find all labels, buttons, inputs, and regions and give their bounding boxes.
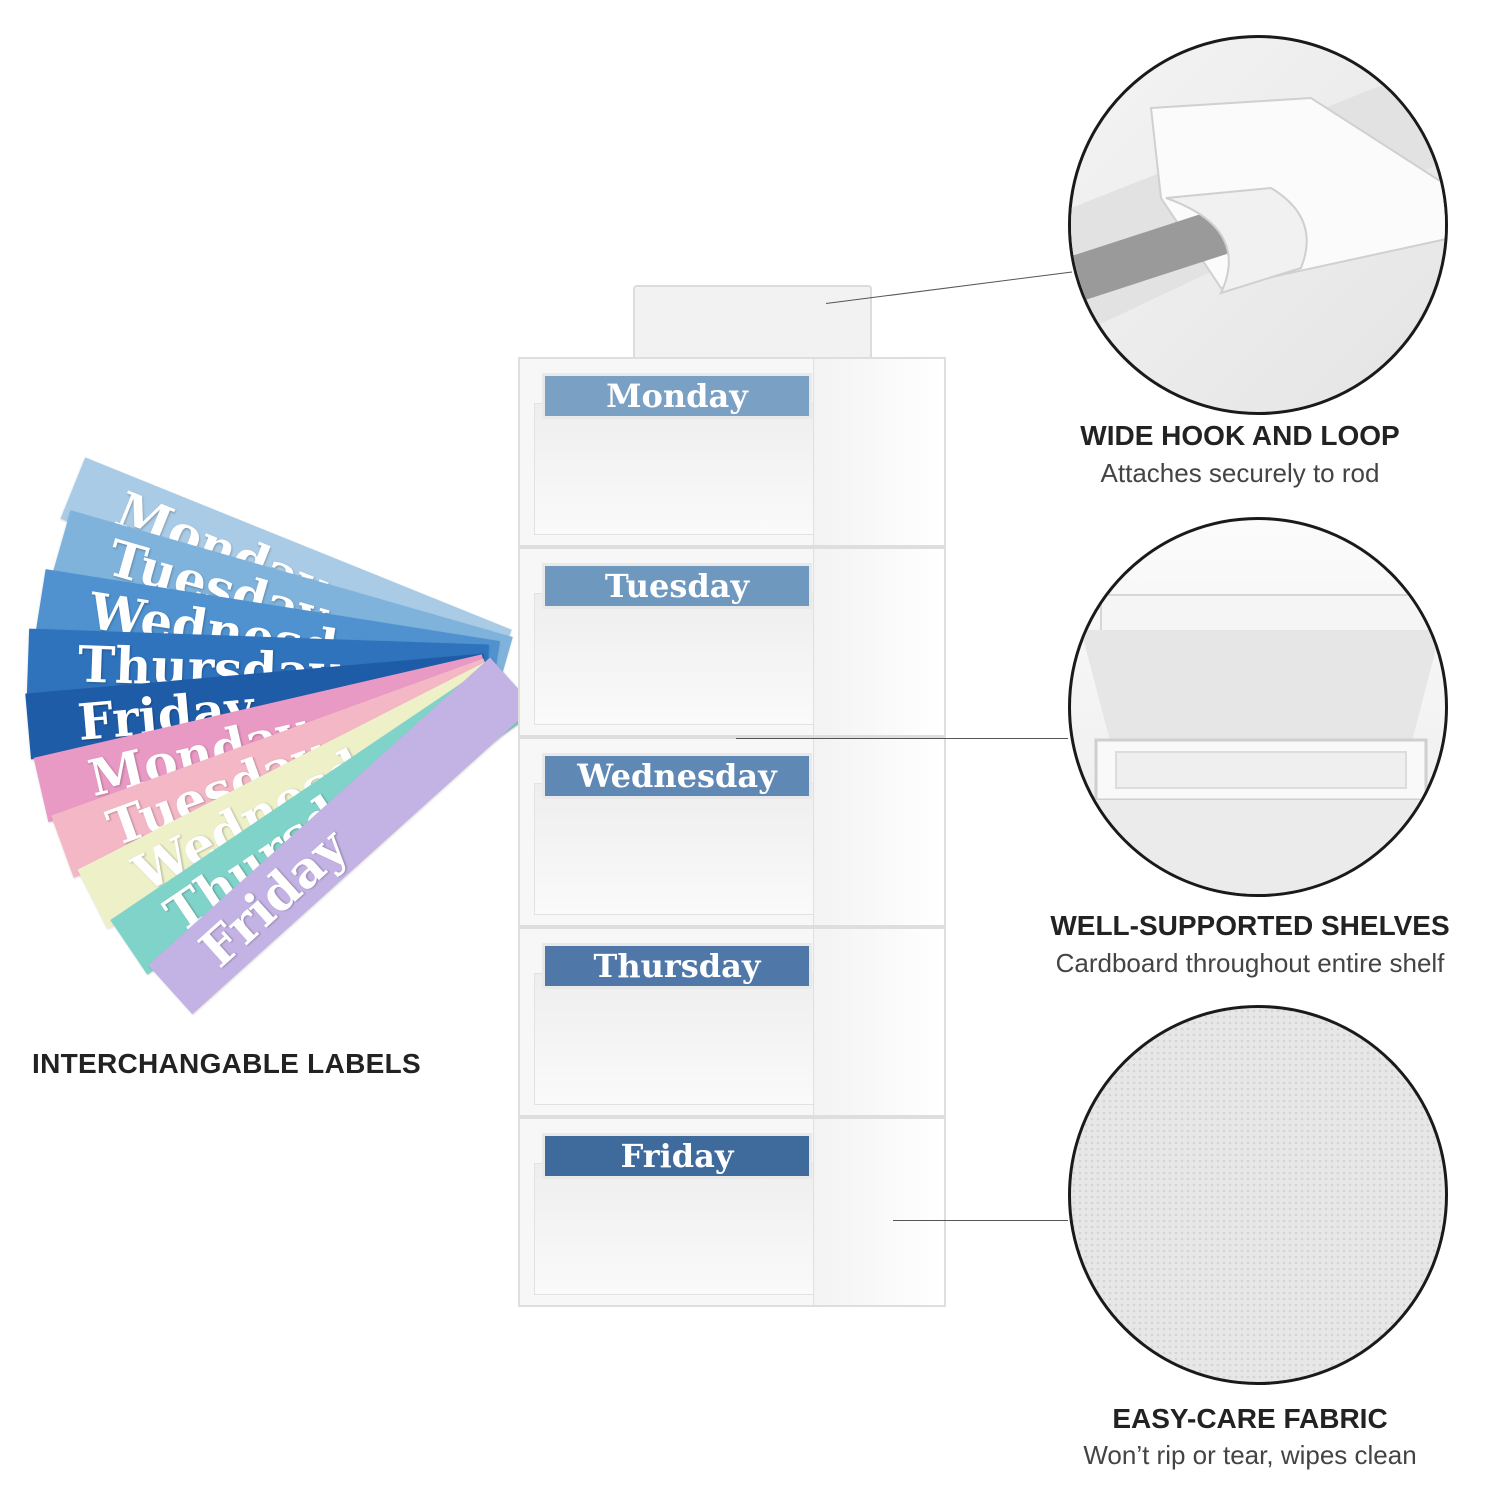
feature-title-shelves: WELL-SUPPORTED SHELVES bbox=[1050, 910, 1450, 941]
label-fan: Monday Tuesday Wednesday Thursday Friday… bbox=[0, 0, 535, 1050]
shelves-detail-image bbox=[1068, 517, 1448, 897]
feature-title-fabric: EASY-CARE FABRIC bbox=[1112, 1403, 1388, 1434]
shelf-label: Friday bbox=[542, 1133, 812, 1179]
shelf-label: Thursday bbox=[542, 943, 812, 989]
hook-and-loop-strap bbox=[633, 285, 872, 361]
callout-line-fabric bbox=[893, 1220, 1068, 1221]
feature-subtitle-hook: Attaches securely to rod bbox=[1100, 458, 1380, 488]
feature-subtitle-shelves: Cardboard throughout entire shelf bbox=[1055, 948, 1445, 978]
rod-icon bbox=[1071, 60, 1445, 338]
shelf-cube: Friday bbox=[518, 1117, 946, 1307]
feature-subtitle-fabric: Won’t rip or tear, wipes clean bbox=[1083, 1440, 1417, 1470]
shelf-label: Monday bbox=[542, 373, 812, 419]
shelf-cube: Tuesday bbox=[518, 547, 946, 737]
feature-title-hook: WIDE HOOK AND LOOP bbox=[1080, 420, 1400, 451]
shelf-icon bbox=[1071, 594, 1445, 894]
hanging-organizer: Monday Tuesday Wednesday Thursday Friday bbox=[518, 285, 948, 1315]
interchangeable-labels-caption: INTERCHANGABLE LABELS bbox=[32, 1048, 421, 1079]
callout-line-shelves bbox=[736, 738, 1068, 739]
shelf-cube: Thursday bbox=[518, 927, 946, 1117]
hook-detail-image bbox=[1068, 35, 1448, 415]
shelf-cube: Wednesday bbox=[518, 737, 946, 927]
shelf-label: Wednesday bbox=[542, 753, 812, 799]
shelf-cube: Monday bbox=[518, 357, 946, 547]
shelf-label: Tuesday bbox=[542, 563, 812, 609]
fabric-detail-image bbox=[1068, 1005, 1448, 1385]
